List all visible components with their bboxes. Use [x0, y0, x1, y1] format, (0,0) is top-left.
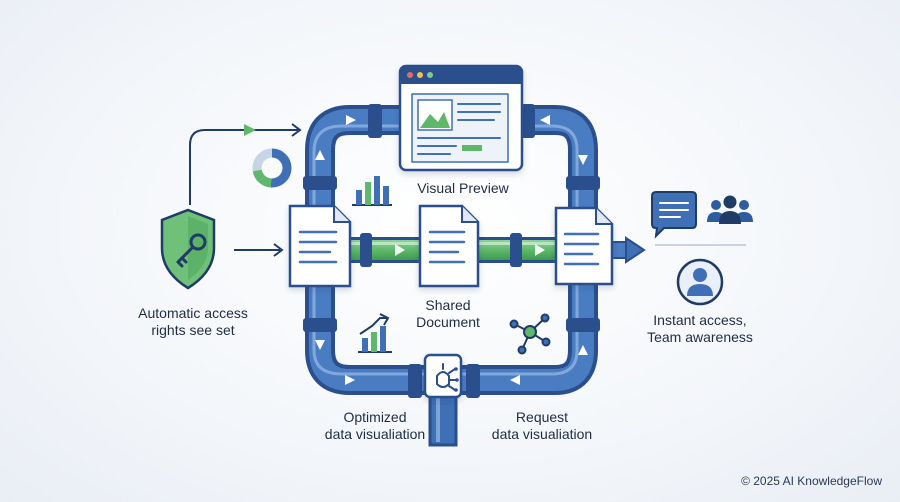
- bar-chart-icon: [352, 176, 392, 206]
- trend-chart-icon: [358, 313, 392, 353]
- label-request: Request data visualiation: [491, 409, 593, 442]
- label-shared-document: Shared Document: [416, 297, 480, 330]
- document-left: [288, 204, 352, 288]
- network-icon: [509, 313, 551, 355]
- arrow-to-document: [234, 243, 284, 257]
- label-access-rights: Automatic access rights see set: [138, 305, 248, 338]
- team-icon: [707, 195, 753, 224]
- arrow-to-preview: [189, 123, 302, 205]
- shield-key-icon: [160, 208, 216, 290]
- data-hub-icon: [423, 353, 463, 399]
- label-visual-preview: Visual Preview: [417, 180, 509, 196]
- chat-bubble-icon: [651, 191, 697, 239]
- donut-chart-icon: [252, 148, 292, 188]
- document-right: [554, 206, 614, 286]
- label-instant-access: Instant access, Team awareness: [647, 312, 753, 345]
- user-avatar-icon: [676, 258, 724, 306]
- browser-window-icon: [398, 64, 524, 172]
- copyright-notice: © 2025 AI KnowledgeFlow: [741, 474, 882, 488]
- label-optimized: Optimized data visualiation: [324, 409, 426, 442]
- document-shared: [418, 204, 480, 288]
